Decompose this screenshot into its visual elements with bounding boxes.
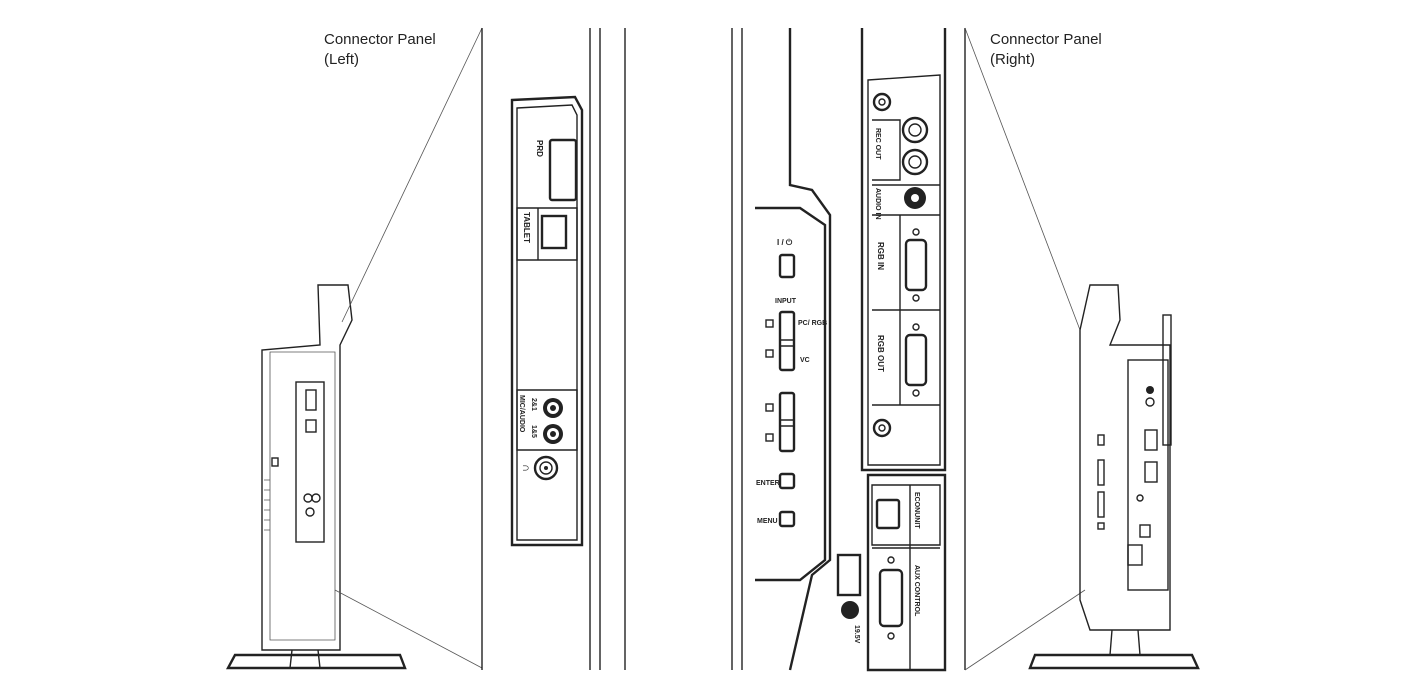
aux-control-label: AUX CONTROL bbox=[913, 565, 920, 617]
rec-out-label: REC OUT bbox=[874, 128, 881, 160]
enter-label: ENTER bbox=[756, 480, 780, 487]
rgb-out-label: RGB OUT bbox=[876, 335, 885, 372]
right-connector-panel: I / ⏻ INPUT PC/ RGB VC ENTER MENU REC OU… bbox=[731, 28, 966, 672]
prd-label: PRD bbox=[535, 140, 544, 157]
jack-2-label: 1&5 bbox=[530, 425, 537, 438]
input-label: INPUT bbox=[775, 298, 797, 305]
right-caption-title: Connector Panel bbox=[990, 31, 1102, 48]
pc-rgb-label: PC/ RGB bbox=[798, 320, 827, 327]
left-caption-title: Connector Panel bbox=[324, 31, 436, 48]
econunit-label: ECONUNIT bbox=[913, 492, 920, 529]
right-caption-sub: (Right) bbox=[990, 51, 1036, 68]
menu-label: MENU bbox=[757, 518, 778, 525]
tablet-label: TABLET bbox=[522, 212, 531, 243]
left-monitor-side-view bbox=[225, 27, 483, 670]
jack-1-label: 2&1 bbox=[530, 398, 537, 411]
right-monitor-side-view bbox=[964, 27, 1200, 671]
audio-in-label: AUDIO IN bbox=[874, 188, 881, 220]
audio-label: MIC/AUDIO bbox=[518, 395, 525, 433]
vc-label: VC bbox=[800, 357, 810, 364]
power-in-label: 19.5V bbox=[853, 625, 860, 644]
left-panel-caption: Connector Panel (Left) bbox=[324, 30, 436, 70]
left-caption-sub: (Left) bbox=[324, 51, 360, 68]
power-button-label: I / ⏻ bbox=[777, 238, 793, 247]
right-panel-caption: Connector Panel (Right) bbox=[990, 30, 1102, 70]
left-connector-panel: PRD TABLET MIC/AUDIO 2&1 1&5 ∩ bbox=[481, 28, 626, 670]
headphone-icon: ∩ bbox=[520, 464, 532, 472]
rgb-in-label: RGB IN bbox=[876, 242, 885, 270]
